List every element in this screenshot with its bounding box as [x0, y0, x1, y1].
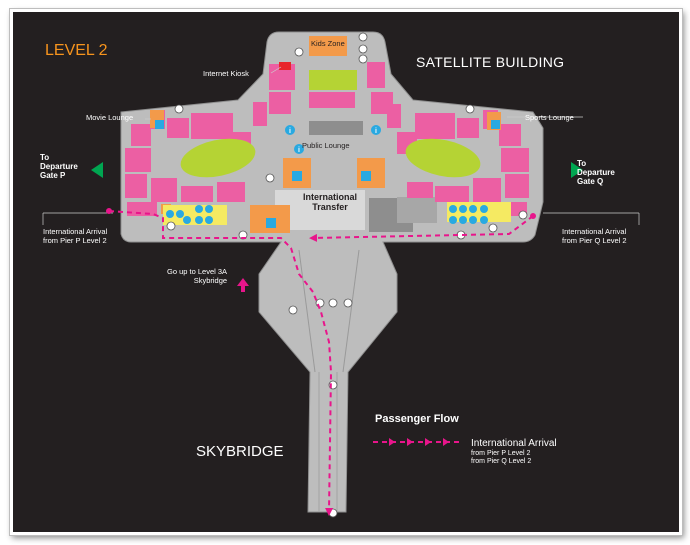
floor-plan: i i i	[42, 31, 640, 518]
escalator-icon	[166, 32, 528, 518]
arrival-pier-p-line: from Pier P Level 2	[43, 235, 107, 245]
movie-lounge-label: Movie Lounge	[86, 113, 134, 122]
svg-text:i: i	[289, 128, 291, 135]
garden-centre	[309, 70, 357, 90]
departure-gate-q-line: To	[577, 159, 587, 168]
departure-gate-p-line: Gate P	[40, 171, 66, 181]
legend-entry: International Arrival from Pier P Level …	[471, 438, 557, 466]
skybridge-label: SKYBRIDGE	[196, 443, 284, 460]
flow-arrow-icon	[237, 278, 249, 292]
map-frame: i i i	[10, 9, 682, 535]
information-icon: i	[294, 144, 304, 154]
svg-text:i: i	[298, 147, 300, 154]
accessible-toilet-icon	[155, 120, 164, 129]
information-icon: i	[371, 125, 381, 135]
sports-lounge-label: Sports Lounge	[525, 113, 574, 122]
arrival-pier-q-line: from Pier Q Level 2	[562, 235, 627, 245]
international-transfer-label: International Transfer	[302, 192, 357, 213]
legend-title: Passenger Flow	[375, 413, 459, 425]
skybridge-divider	[342, 249, 360, 373]
legend-flow-sample	[373, 438, 461, 446]
arrival-pier-p-label: International Arrival from Pier P Level …	[43, 227, 108, 245]
go-up-line: Skybridge	[193, 275, 228, 285]
building-title: SATELLITE BUILDING	[416, 54, 565, 70]
structure-block	[309, 121, 363, 135]
go-up-label: Go up to Level 3A Skybridge	[167, 267, 228, 285]
public-lounge-label: Public Lounge	[302, 141, 350, 150]
lift-icon	[292, 171, 302, 181]
passenger-flow	[108, 210, 534, 516]
skybridge-divider	[298, 249, 316, 373]
exit-arrow-icon	[91, 162, 103, 178]
leader-lines	[42, 66, 640, 225]
garden-right	[405, 138, 481, 178]
flow-arrow-icon	[106, 208, 536, 219]
lift-icon	[361, 171, 371, 181]
departure-gate-p-line: To	[40, 153, 50, 162]
departure-gate-p[interactable]: To Departure Gate P	[40, 153, 78, 181]
legend-sub: from Pier Q Level 2	[471, 457, 532, 465]
lift-icon	[266, 218, 276, 228]
level-title: LEVEL 2	[45, 42, 108, 59]
departure-gate-p-line: Departure	[40, 162, 78, 172]
departure-gate-q-line: Departure	[577, 168, 615, 178]
garden-left	[180, 138, 256, 178]
arrival-pier-p-line: International Arrival	[43, 227, 108, 236]
information-icon: i	[285, 125, 295, 135]
go-up-line: Go up to Level 3A	[167, 267, 228, 276]
toilet-icon	[166, 205, 488, 224]
arrival-pier-q-label: International Arrival from Pier Q Level …	[562, 227, 627, 245]
svg-text:i: i	[375, 128, 377, 135]
accessible-toilet-icon	[491, 120, 500, 129]
legend-sub: from Pier P Level 2	[471, 449, 531, 457]
internet-kiosk-area	[279, 62, 291, 70]
arrival-pier-q-line: International Arrival	[562, 227, 627, 236]
internet-kiosk-label: Internet Kiosk	[203, 69, 249, 78]
kids-zone-label: Kids Zone	[311, 39, 345, 48]
departure-gate-q[interactable]: To Departure Gate Q	[577, 159, 615, 187]
legend-entry-label: International Arrival	[471, 438, 557, 449]
exit-arrow-icon	[571, 162, 583, 178]
departure-gate-q-line: Gate Q	[577, 177, 604, 187]
structure-block	[397, 197, 437, 223]
